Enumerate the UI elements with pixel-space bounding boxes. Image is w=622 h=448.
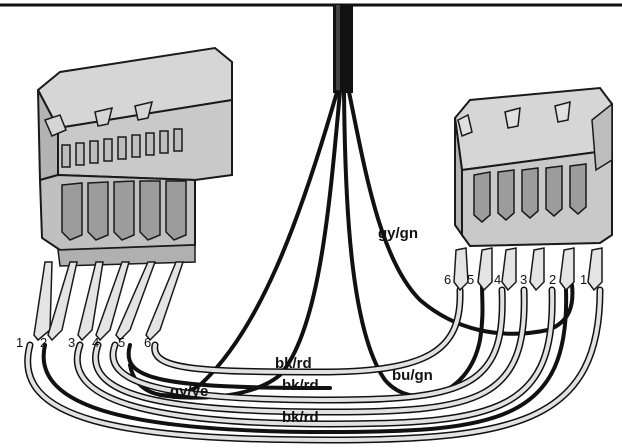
wire-label-bk-rd-middle: bk/rd xyxy=(282,377,319,394)
right-pin-label: 2 xyxy=(549,272,556,287)
wire-label-bu-gn: bu/gn xyxy=(392,367,433,384)
wire-bu-gn xyxy=(342,90,485,399)
right-pin-label: 1 xyxy=(580,272,587,287)
left-pin-labels: 1 2 3 4 5 6 xyxy=(16,335,151,350)
left-pin-label: 4 xyxy=(92,335,99,350)
wire-gy-gn xyxy=(347,90,575,336)
left-pin-label: 1 xyxy=(16,335,23,350)
wire-bundle xyxy=(24,90,604,444)
right-connector xyxy=(453,86,613,248)
left-pin-label: 5 xyxy=(118,335,125,350)
wire-gy-ye xyxy=(128,90,339,398)
wire-loop-dark xyxy=(126,343,332,390)
right-pin-labels: 6 5 4 3 2 1 xyxy=(444,272,587,287)
wire-label-gy-gn: gy/gn xyxy=(378,225,418,242)
right-terminals xyxy=(453,247,603,292)
wire-label-bk-rd-upper: bk/rd xyxy=(275,355,312,372)
wire-label-gy-ye: gy/ye xyxy=(170,383,208,400)
right-pin-label: 6 xyxy=(444,272,451,287)
left-pin-label: 3 xyxy=(68,335,75,350)
left-connector xyxy=(36,46,233,267)
right-pin-label: 5 xyxy=(467,272,474,287)
left-pin-label: 6 xyxy=(144,335,151,350)
right-pin-label: 4 xyxy=(494,272,501,287)
wire-loop-2 xyxy=(41,288,569,435)
left-pin-label: 2 xyxy=(40,335,47,350)
left-terminals xyxy=(33,261,185,342)
right-pin-label: 3 xyxy=(520,272,527,287)
wire-label-bk-rd-lower: bk/rd xyxy=(282,409,319,426)
